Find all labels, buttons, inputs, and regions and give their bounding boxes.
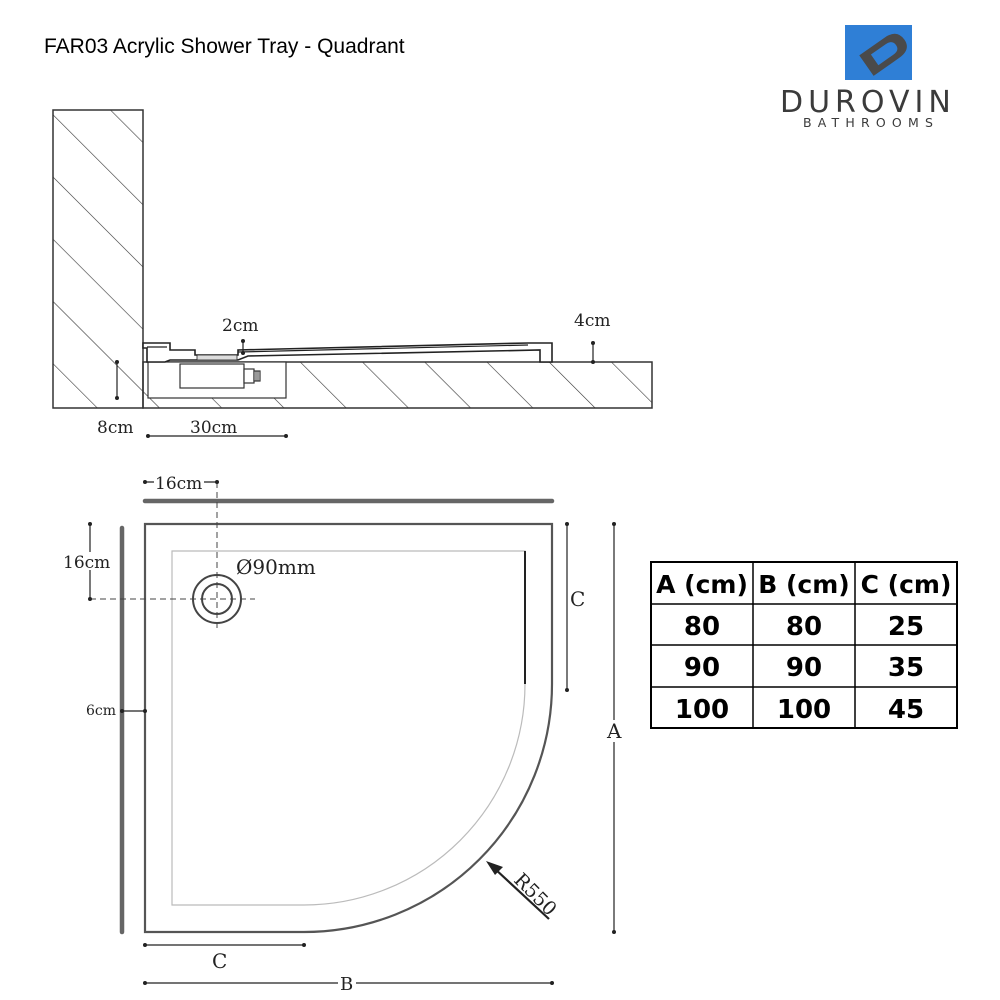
label-b: B — [340, 974, 353, 995]
table-cell: 25 — [888, 612, 924, 642]
tray-inner-outline — [171, 550, 526, 906]
page-title: FAR03 Acrylic Shower Tray - Quadrant — [44, 35, 405, 58]
side-view: 2cm 4cm 8cm 30cm — [52, 109, 653, 438]
label-c-bottom: C — [212, 949, 227, 973]
label-c-side: C — [570, 587, 585, 611]
label-waste-width: 30cm — [190, 418, 237, 438]
table-cell: 45 — [888, 695, 924, 725]
table-header: B (cm) — [758, 570, 849, 599]
radius-arrow — [493, 867, 550, 920]
table-cell: 100 — [675, 695, 729, 725]
label-height: 8cm — [97, 418, 133, 438]
waste-trap — [179, 363, 261, 389]
logo-sub: BATHROOMS — [803, 115, 939, 130]
label-drain-step: 2cm — [222, 316, 258, 336]
wall-section — [52, 109, 144, 409]
label-upstand: 6cm — [86, 703, 116, 719]
plan-view: Ø90mm 16cm 16cm 6cm C C A — [62, 472, 624, 995]
table-cell: 90 — [786, 653, 822, 683]
waste-outlet — [90, 482, 255, 632]
logo-name: DUROVIN — [780, 85, 956, 120]
table-cell: 35 — [888, 653, 924, 683]
label-waste-y: 16cm — [63, 553, 110, 573]
label-tray-edge: 4cm — [574, 311, 610, 331]
label-radius: R550 — [509, 869, 560, 920]
table-header: A (cm) — [656, 570, 748, 599]
size-table: A (cm) B (cm) C (cm) 80 80 25 90 90 35 1… — [650, 561, 958, 729]
table-cell: 90 — [684, 653, 720, 683]
tray-profile — [142, 342, 553, 363]
label-waste-x: 16cm — [155, 474, 202, 494]
table-cell: 80 — [684, 612, 720, 642]
table-header: C (cm) — [861, 570, 952, 599]
label-a: A — [606, 719, 622, 743]
table-cell: 80 — [786, 612, 822, 642]
durovin-logo: DUROVIN BATHROOMS — [780, 25, 956, 130]
table-cell: 100 — [777, 695, 831, 725]
label-waste-diameter: Ø90mm — [236, 555, 316, 579]
